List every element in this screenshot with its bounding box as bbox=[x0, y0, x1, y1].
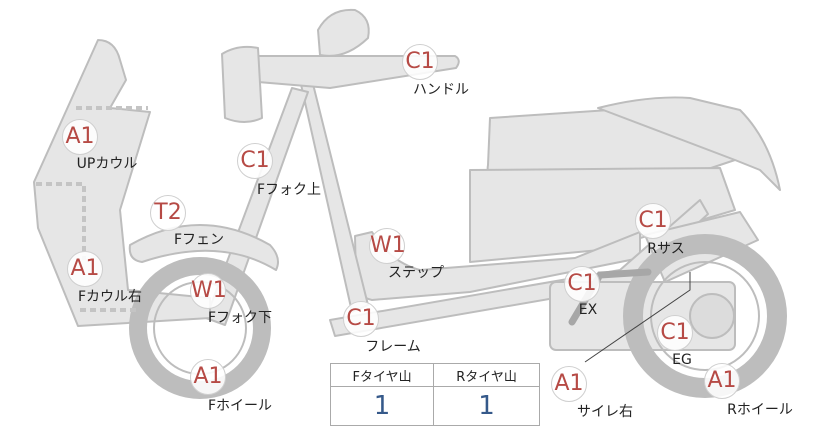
part-label-fork-upper: Fフォク上 bbox=[256, 182, 322, 198]
grade-badge-step: W1 bbox=[369, 228, 406, 264]
grade-badge-exhaust: C1 bbox=[564, 266, 600, 302]
front-tire-header: Fタイヤ山 bbox=[329, 363, 435, 387]
tire-tread-table: Fタイヤ山 Rタイヤ山 1 1 bbox=[329, 363, 540, 426]
part-label-front-cowl-right: Fカウル右 bbox=[77, 289, 143, 305]
mirror bbox=[317, 8, 370, 57]
grade-badge-rear-wheel: A1 bbox=[704, 363, 740, 399]
front-fender-shape bbox=[128, 224, 279, 271]
grade-badge-rear-suspension: C1 bbox=[635, 203, 671, 239]
grade-badge-engine: C1 bbox=[657, 315, 693, 351]
part-label-rear-wheel: Rホイール bbox=[727, 402, 793, 418]
rear-tire-value: 1 bbox=[433, 386, 540, 426]
part-label-up-cowl: UPカウル bbox=[76, 156, 138, 172]
grade-badge-front-wheel: A1 bbox=[190, 359, 226, 395]
exhaust-pipe bbox=[568, 268, 652, 326]
grade-badge-up-cowl: A1 bbox=[62, 119, 98, 155]
part-label-engine: EG bbox=[672, 352, 692, 368]
tire-table-header-row: Fタイヤ山 Rタイヤ山 bbox=[329, 363, 540, 387]
rear-wheel-rim bbox=[650, 261, 760, 371]
grade-badge-fork-upper: C1 bbox=[237, 143, 273, 179]
cowl-dash-middle bbox=[36, 182, 86, 260]
headlight bbox=[221, 45, 263, 123]
part-label-exhaust: EX bbox=[578, 302, 598, 318]
grade-badge-handle: C1 bbox=[402, 44, 438, 80]
grade-badge-front-fender: T2 bbox=[150, 195, 186, 231]
grade-badge-muffler-right: A1 bbox=[551, 366, 587, 402]
part-label-front-fender: Fフェン bbox=[173, 232, 225, 248]
grade-badge-frame: C1 bbox=[343, 301, 379, 337]
front-tire-value: 1 bbox=[329, 386, 435, 426]
part-label-muffler-right: サイレ右 bbox=[577, 404, 633, 420]
part-label-fork-lower: Fフォク下 bbox=[207, 310, 273, 326]
grade-badge-fork-lower: W1 bbox=[190, 273, 227, 309]
tail-shape bbox=[597, 96, 781, 191]
rear-hub bbox=[689, 293, 735, 339]
part-label-front-wheel: Fホイール bbox=[207, 398, 273, 414]
rear-tire-header: Rタイヤ山 bbox=[433, 363, 540, 387]
part-label-step: ステップ bbox=[388, 265, 444, 281]
muffler-leader-line bbox=[584, 272, 691, 363]
grade-badge-front-cowl-right: A1 bbox=[67, 251, 103, 287]
part-label-frame: フレーム bbox=[365, 339, 421, 355]
part-label-handle: ハンドル bbox=[413, 82, 469, 98]
part-label-rear-suspension: Rサス bbox=[647, 241, 685, 257]
tire-table-value-row: 1 1 bbox=[329, 386, 540, 426]
